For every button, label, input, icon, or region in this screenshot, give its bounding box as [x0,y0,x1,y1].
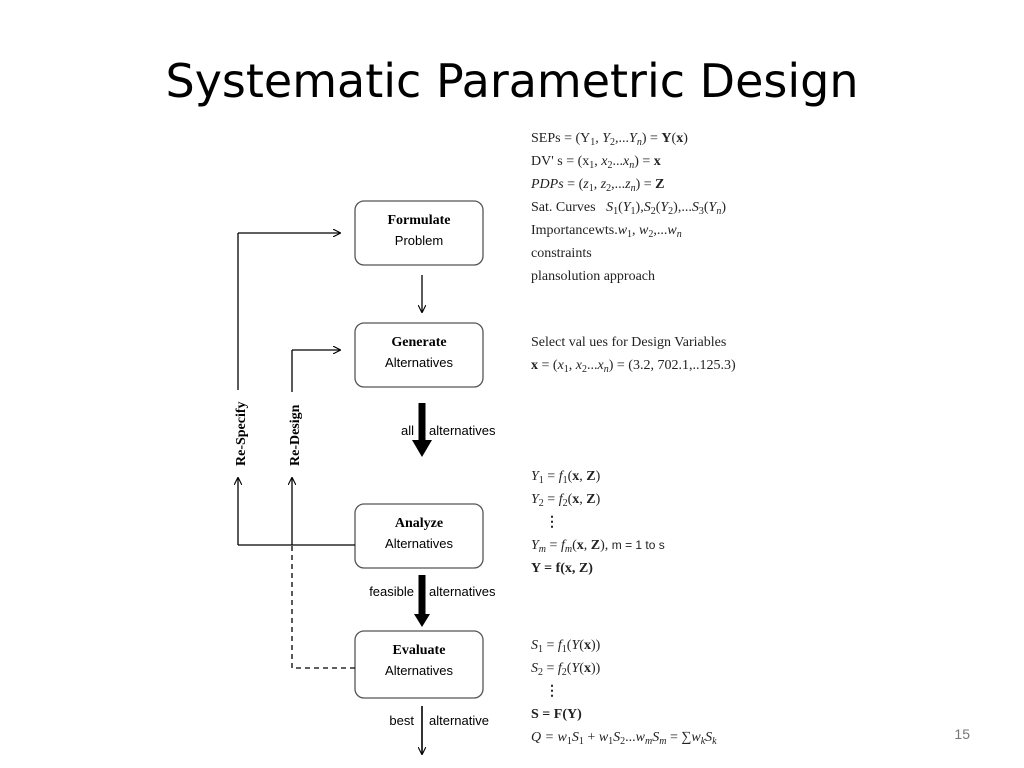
note-vdots-evaluate: ⋮ [545,684,559,699]
note-vdots-analyze: ⋮ [545,515,559,530]
box-analyze: Analyze Alternatives [354,503,484,569]
box-formulate-title: Formulate [388,213,451,228]
redesign-label: Re-Design [288,404,303,466]
label-best: best [389,713,414,728]
note-s-summary: S = F(Y) [531,707,582,722]
box-formulate: Formulate Problem [354,200,484,266]
note-s2: S2 = f2(Y(x)) [531,661,601,678]
respecify-label: Re-Specify [234,401,249,466]
box-generate-title: Generate [391,335,446,350]
note-ym: Ym = fm(x, Z), m = 1 to s [531,538,665,555]
note-pdps: PDPs = (z1, z2,...zn) = Z [531,177,665,194]
note-y2: Y2 = f2(x, Z) [531,492,601,509]
label-all-alternatives: alternatives [429,423,496,438]
box-evaluate-title: Evaluate [393,643,446,658]
label-feasible-alternatives: alternatives [429,584,496,599]
arrow-feasible-alternatives [414,575,430,627]
box-evaluate: Evaluate Alternatives [354,630,484,699]
box-generate-subtitle: Alternatives [385,355,453,370]
note-s1: S1 = f1(Y(x)) [531,638,601,655]
label-all: all [401,423,414,438]
analyze-notes: Y1 = f1(x, Z) Y2 = f2(x, Z) ⋮ Ym = fm(x,… [531,465,665,580]
note-y-summary: Y = f(x, Z) [531,561,593,576]
label-best-alternative: alternative [429,713,489,728]
arrow-all-alternatives [412,403,432,457]
note-dvs: DV' s = (x1, x2...xn) = x [531,154,661,171]
label-feasible: feasible [369,584,414,599]
note-y1: Y1 = f1(x, Z) [531,469,601,486]
box-analyze-title: Analyze [395,516,443,531]
note-sat-curves: Sat. Curves S1(Y1),S2(Y2),...S3(Yn) [531,200,726,217]
evaluate-notes: S1 = f1(Y(x)) S2 = f2(Y(x)) ⋮ S = F(Y) Q… [531,634,717,749]
note-constraints: constraints [531,246,592,261]
note-objective: Q = w1S1 + w1S2...wmSm = ∑wkSk [531,730,717,747]
note-plan: plansolution approach [531,269,656,284]
box-evaluate-subtitle: Alternatives [385,663,453,678]
slide-title: Systematic Parametric Design [165,54,859,108]
box-formulate-subtitle: Problem [395,233,443,248]
box-analyze-subtitle: Alternatives [385,536,453,551]
formulate-notes: SEPs = (Y1, Y2,...Yn) = Y(x) DV' s = (x1… [531,127,726,288]
generate-notes: Select val ues for Design Variables x = … [531,331,736,377]
note-importance: Importancewts.w1, w2,...wn [531,223,682,240]
box-generate: Generate Alternatives [354,322,484,388]
note-x-values: x = (x1, x2...xn) = (3.2, 702.1,..125.3) [531,358,736,375]
note-select-values: Select val ues for Design Variables [531,335,727,350]
note-seps: SEPs = (Y1, Y2,...Yn) = Y(x) [531,131,688,148]
page-number: 15 [954,726,970,742]
